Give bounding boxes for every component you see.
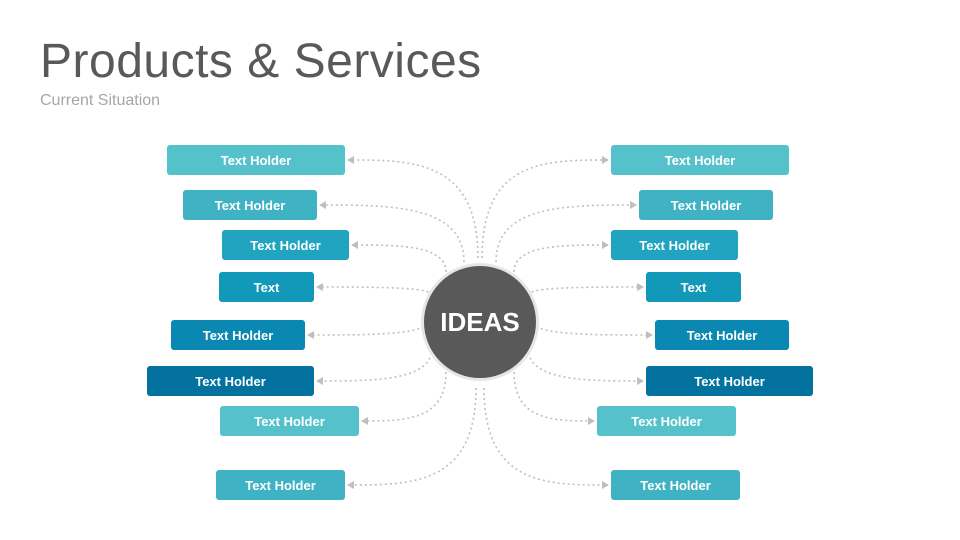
left-text-box-6: Text Holder — [147, 366, 314, 396]
text-box-label: Text Holder — [640, 477, 711, 493]
right-text-box-3: Text Holder — [611, 230, 738, 260]
ideas-hub-circle: IDEAS — [421, 263, 539, 381]
right-text-box-7: Text Holder — [597, 406, 736, 436]
text-box-label: Text Holder — [195, 373, 266, 389]
left-connector-3 — [351, 241, 447, 273]
left-connector-4 — [316, 283, 433, 296]
text-box-label: Text Holder — [686, 327, 758, 343]
text-box-label: Text Holder — [254, 413, 325, 429]
right-connector-5 — [533, 321, 653, 339]
text-box-label: Text Holder — [202, 327, 274, 343]
left-text-box-1: Text Holder — [167, 145, 345, 175]
text-box-label: Text Holder — [664, 152, 736, 168]
text-box-label: Text — [253, 279, 280, 295]
right-connector-7 — [513, 371, 595, 425]
left-connector-1 — [347, 156, 479, 259]
text-box-label: Text Holder — [670, 197, 742, 213]
text-box-label: Text Holder — [694, 373, 765, 389]
right-connector-1 — [481, 156, 609, 259]
left-connector-8 — [347, 387, 477, 489]
right-text-box-2: Text Holder — [639, 190, 773, 220]
left-connector-2 — [319, 201, 465, 263]
text-box-label: Text Holder — [639, 237, 710, 253]
left-text-box-8: Text Holder — [216, 470, 345, 500]
right-text-box-4: Text — [646, 272, 741, 302]
hub-label: IDEAS — [440, 306, 520, 337]
right-text-box-5: Text Holder — [655, 320, 789, 350]
left-text-box-7: Text Holder — [220, 406, 359, 436]
left-text-box-2: Text Holder — [183, 190, 317, 220]
left-connector-6 — [316, 347, 433, 385]
text-box-label: Text Holder — [631, 413, 702, 429]
right-connector-6 — [527, 347, 644, 385]
slide-subtitle: Current Situation — [40, 92, 161, 109]
left-connector-5 — [307, 321, 427, 339]
right-text-box-1: Text Holder — [611, 145, 789, 175]
right-text-box-8: Text Holder — [611, 470, 740, 500]
text-box-label: Text Holder — [250, 237, 321, 253]
text-box-label: Text — [680, 279, 707, 295]
right-connector-3 — [513, 241, 609, 273]
slide-title: Products & Services — [40, 35, 482, 88]
right-connector-8 — [483, 387, 609, 489]
left-text-box-5: Text Holder — [171, 320, 305, 350]
text-box-label: Text Holder — [214, 197, 286, 213]
left-connector-7 — [361, 371, 447, 425]
left-text-box-3: Text Holder — [222, 230, 349, 260]
right-text-box-6: Text Holder — [646, 366, 813, 396]
left-text-box-4: Text — [219, 272, 314, 302]
right-connector-4 — [527, 283, 644, 296]
text-box-label: Text Holder — [245, 477, 316, 493]
text-box-label: Text Holder — [220, 152, 292, 168]
